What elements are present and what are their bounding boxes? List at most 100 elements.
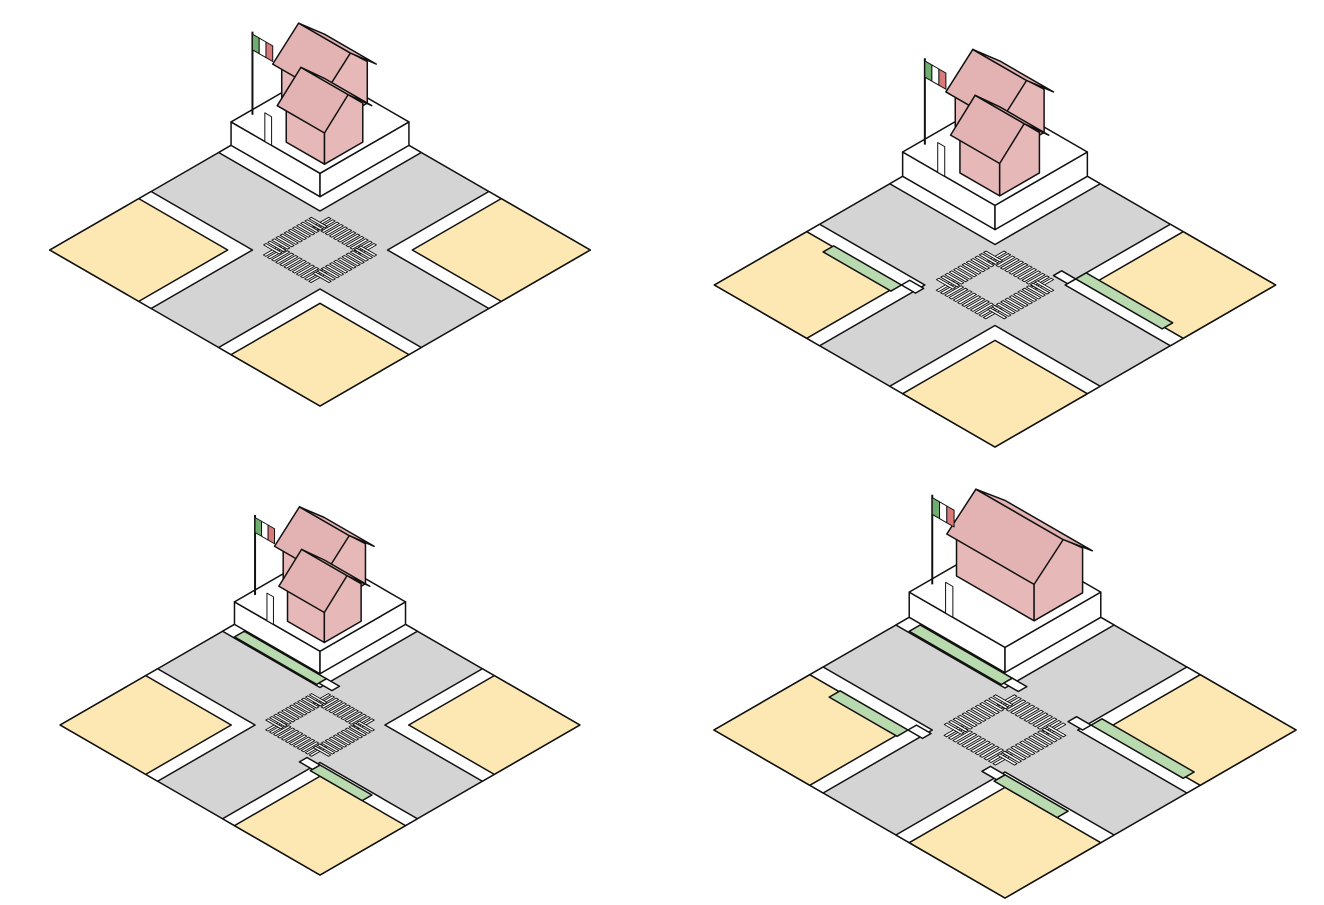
crosswalk-stripe bbox=[289, 704, 308, 716]
crosswalk-stripe bbox=[304, 269, 324, 281]
city-block-west bbox=[59, 674, 232, 776]
crosswalk-stripe bbox=[961, 262, 982, 275]
crosswalk-stripe bbox=[345, 252, 365, 264]
crosswalk-stripe bbox=[267, 240, 287, 253]
crosswalk-stripe bbox=[1012, 265, 1033, 278]
crosswalk-stripe bbox=[296, 738, 316, 750]
crosswalk-stripe bbox=[316, 743, 336, 755]
crosswalk-stripe bbox=[269, 716, 288, 727]
crosswalk-stripe bbox=[324, 738, 344, 750]
bike-lane-island bbox=[900, 279, 925, 294]
crosswalk-stripe bbox=[961, 735, 982, 748]
crosswalk-stripe bbox=[974, 302, 994, 315]
house-right bbox=[276, 66, 373, 165]
crosswalk-stripe bbox=[271, 250, 291, 262]
crosswalk-stripe bbox=[978, 305, 999, 317]
gate-post bbox=[266, 592, 274, 625]
crosswalk-stripe bbox=[957, 292, 977, 305]
crosswalk-south bbox=[265, 720, 328, 757]
bike-lane-east bbox=[1074, 272, 1174, 330]
crosswalk-stripe bbox=[1000, 258, 1020, 270]
crosswalk-stripe bbox=[943, 722, 965, 735]
crosswalk-stripe bbox=[332, 734, 352, 746]
crosswalk-stripe bbox=[979, 702, 1000, 715]
crosswalk-stripe bbox=[283, 231, 303, 243]
crosswalk-stripe bbox=[952, 290, 973, 302]
crosswalk-stripe bbox=[996, 302, 1016, 315]
crosswalk-stripe bbox=[349, 250, 369, 262]
crosswalk-east bbox=[987, 280, 1055, 320]
crosswalk-stripe bbox=[1032, 714, 1053, 728]
gate-post bbox=[264, 112, 273, 146]
city-block-east bbox=[411, 197, 591, 303]
crosswalk-stripe bbox=[987, 307, 1008, 320]
crosswalk-stripe bbox=[358, 245, 378, 257]
crosswalk-stripe bbox=[1028, 735, 1049, 748]
crosswalk-stripe bbox=[352, 722, 371, 734]
house-right bbox=[278, 548, 371, 644]
long-building bbox=[946, 488, 1094, 622]
crosswalk-stripe bbox=[965, 297, 986, 310]
crosswalk-stripe bbox=[300, 221, 320, 233]
crosswalk-stripe bbox=[283, 257, 303, 269]
crosswalk-stripe bbox=[273, 725, 292, 737]
crosswalk-stripe bbox=[1021, 287, 1042, 300]
crosswalk-stripe bbox=[948, 720, 969, 733]
crosswalk-stripe bbox=[957, 714, 978, 728]
crosswalk-stripe bbox=[1005, 699, 1027, 712]
crosswalk-stripe bbox=[961, 712, 982, 725]
crosswalk-stripe bbox=[320, 697, 339, 709]
crosswalk-stripe bbox=[988, 696, 1009, 710]
crosswalk-stripe bbox=[1028, 712, 1049, 725]
crosswalk-stripe bbox=[308, 693, 328, 705]
flag bbox=[251, 33, 274, 62]
crosswalk-stripe bbox=[348, 713, 367, 725]
crosswalk-west bbox=[263, 216, 328, 255]
crosswalk-stripe bbox=[287, 259, 307, 272]
crosswalk-east bbox=[997, 725, 1067, 766]
crosswalk-west bbox=[265, 693, 328, 730]
crosswalk-stripe bbox=[329, 262, 349, 274]
crosswalk-stripe bbox=[948, 287, 969, 300]
crosswalk-stripe bbox=[1023, 709, 1044, 722]
crosswalk-stripe bbox=[341, 233, 361, 245]
crosswalk-stripe bbox=[336, 732, 356, 744]
crosswalk-stripe bbox=[312, 745, 332, 757]
crosswalk-stripe bbox=[983, 748, 1004, 761]
crosswalk-stripe bbox=[348, 725, 367, 737]
crosswalk-stripe bbox=[279, 233, 299, 245]
intersection-panel-top-right bbox=[713, 48, 1277, 448]
crosswalk-stripe bbox=[277, 711, 296, 723]
crosswalk-stripe bbox=[965, 737, 987, 751]
crosswalk-stripe bbox=[1023, 737, 1045, 751]
crosswalk-stripe bbox=[970, 300, 990, 312]
bike-lane-island bbox=[981, 765, 1006, 781]
crosswalk-stripe bbox=[324, 224, 344, 236]
crosswalk-stripe bbox=[329, 226, 348, 238]
crosswalk-stripe bbox=[316, 269, 336, 281]
crosswalk-stripe bbox=[1017, 290, 1038, 302]
crosswalk-stripe bbox=[304, 219, 324, 231]
crosswalk-stripe bbox=[349, 238, 369, 250]
bike-lane-island bbox=[1003, 677, 1028, 693]
crosswalk-stripe bbox=[1010, 745, 1031, 758]
crosswalk-stripe bbox=[295, 264, 315, 276]
crosswalk-stripe bbox=[1019, 740, 1040, 753]
crosswalk-stripe bbox=[1026, 285, 1046, 297]
crosswalk-stripe bbox=[997, 753, 1018, 766]
crosswalk-stripe bbox=[293, 702, 312, 714]
crosswalk-stripe bbox=[262, 245, 282, 257]
crosswalk-stripe bbox=[1006, 748, 1027, 761]
crosswalk-stripe bbox=[970, 740, 991, 753]
crosswalk-stripe bbox=[935, 277, 956, 290]
crosswalk-stripe bbox=[1046, 725, 1067, 738]
crosswalk-stripe bbox=[1004, 297, 1025, 310]
crosswalk-stripe bbox=[263, 243, 283, 255]
crosswalk-stripe bbox=[344, 711, 363, 723]
crosswalk-stripe bbox=[1014, 743, 1036, 756]
crosswalk-stripe bbox=[296, 224, 316, 236]
crosswalk-stripe bbox=[974, 704, 996, 717]
crosswalk-stripe bbox=[1025, 272, 1046, 285]
crosswalk-stripe bbox=[277, 727, 296, 739]
crosswalk-stripe bbox=[991, 305, 1012, 317]
